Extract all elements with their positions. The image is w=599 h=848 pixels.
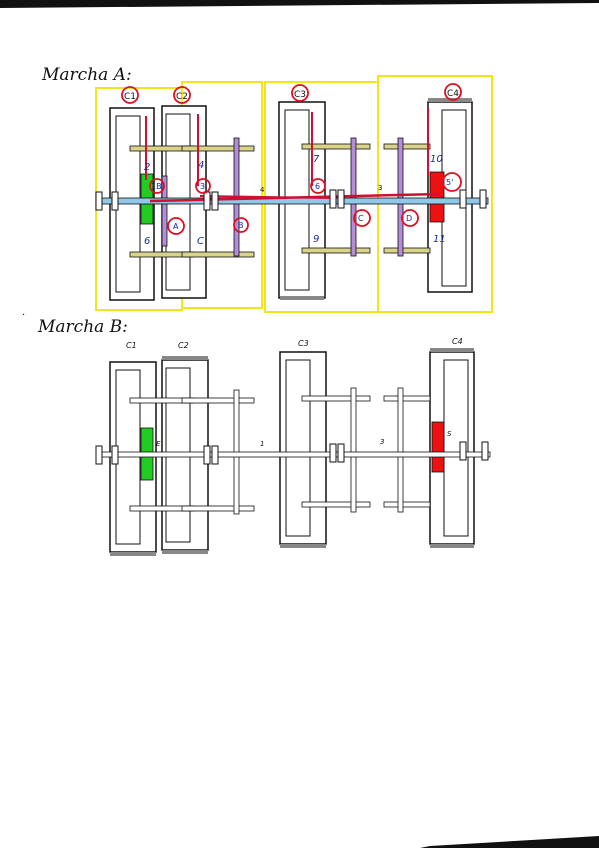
svg-text:E: E <box>156 440 161 448</box>
svg-text:C: C <box>358 214 364 223</box>
axis-a-red-2 <box>199 195 331 199</box>
svg-text:C3: C3 <box>294 90 306 100</box>
svg-text:C1: C1 <box>126 341 137 350</box>
svg-text:10: 10 <box>430 154 443 165</box>
clamps-a <box>95 189 487 211</box>
red-piston-b <box>431 421 445 473</box>
top-scan-shadow <box>0 0 599 8</box>
bottom-scan-shadow <box>420 836 599 848</box>
svg-text:B: B <box>238 221 244 230</box>
svg-text:S: S <box>447 430 452 438</box>
svg-text:C2: C2 <box>176 92 188 102</box>
svg-text:C4: C4 <box>447 89 459 99</box>
section-a: Marcha A: <box>41 65 493 313</box>
circled-markers-a: 1B A 3 B 6 C D 5' <box>149 172 462 235</box>
svg-text:C: C <box>197 236 204 247</box>
clamps-b <box>95 441 489 465</box>
svg-text:11: 11 <box>433 234 446 245</box>
stray-dot: · <box>22 310 25 321</box>
svg-text:4: 4 <box>260 186 265 194</box>
cell-labels-a: C1 C2 C3 C4 <box>121 83 462 104</box>
red-vertical-lines-a <box>145 108 429 186</box>
bars-b <box>129 395 431 512</box>
yellow-box-4 <box>377 75 493 313</box>
svg-text:D: D <box>406 214 412 223</box>
cell-labels-b: C1 C2 C3 C4 <box>126 337 463 350</box>
svg-text:C2: C2 <box>178 341 189 350</box>
svg-text:9: 9 <box>313 234 319 245</box>
svg-text:3: 3 <box>200 182 205 191</box>
svg-text:7: 7 <box>313 154 320 165</box>
cylinder-b3 <box>279 351 327 548</box>
olive-bars-a <box>129 143 431 258</box>
svg-text:A: A <box>173 222 179 231</box>
svg-text:3: 3 <box>380 438 384 446</box>
hand-numbers-a: 2 6 4 C 7 9 10 11 <box>144 154 446 247</box>
section-b-title: Marcha B: <box>37 317 128 337</box>
section-b: Marcha B: C1 C2 C3 C4 <box>37 317 491 556</box>
axis-marks-a: 4 3 <box>260 184 382 194</box>
svg-text:C4: C4 <box>452 337 463 346</box>
labels-b: E S 1 3 <box>156 430 452 448</box>
axis-b <box>97 451 491 458</box>
svg-text:1B: 1B <box>151 182 162 191</box>
svg-text:1: 1 <box>260 440 264 448</box>
section-a-title: Marcha A: <box>41 65 132 85</box>
svg-text:5': 5' <box>446 178 453 187</box>
svg-text:6: 6 <box>315 182 320 191</box>
svg-text:C1: C1 <box>124 92 136 102</box>
svg-text:C3: C3 <box>298 339 309 348</box>
red-piston-a <box>429 171 445 223</box>
svg-text:4: 4 <box>198 160 204 171</box>
svg-text:3: 3 <box>378 184 382 192</box>
svg-text:2: 2 <box>144 162 150 173</box>
svg-text:6: 6 <box>144 236 150 247</box>
